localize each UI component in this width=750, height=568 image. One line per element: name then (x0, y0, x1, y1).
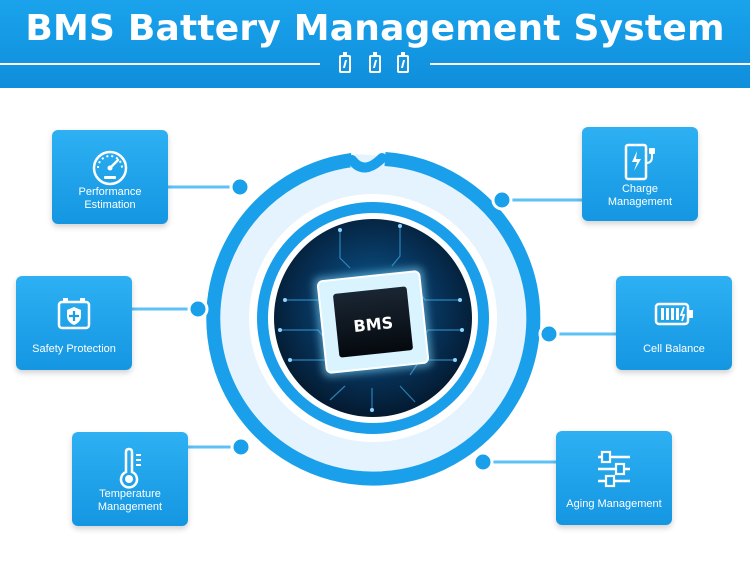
speedometer-icon (92, 150, 128, 186)
battery-icon (397, 52, 409, 73)
feature-card-charge[interactable]: Charge Management (582, 127, 698, 221)
ring-gap-edge (347, 153, 387, 173)
battery-shield-icon (57, 298, 91, 330)
header-banner: BMS Battery Management System (0, 0, 750, 88)
feature-label-temperature: Temperature Management (97, 488, 163, 513)
feature-label-charge: Charge Management (607, 183, 673, 208)
feature-card-temperature[interactable]: Temperature Management (72, 432, 188, 526)
header-divider-right (430, 63, 750, 65)
feature-card-safety[interactable]: Safety Protection (16, 276, 132, 370)
connector-nodes (187, 176, 560, 473)
sliders-icon (598, 450, 630, 488)
feature-label-aging: Aging Management (566, 498, 662, 510)
battery-level-icon (654, 302, 693, 326)
battery-icon (369, 52, 381, 73)
outer-ring (206, 152, 541, 486)
circuit-nodes (278, 224, 464, 412)
feature-card-aging[interactable]: Aging Management (556, 431, 672, 525)
page-title: BMS Battery Management System (25, 8, 725, 49)
charger-icon (624, 143, 655, 181)
thermometer-icon (119, 447, 141, 489)
feature-card-cell-balance[interactable]: Cell Balance (616, 276, 732, 370)
feature-label-cell-balance: Cell Balance (643, 343, 705, 355)
chip-label: BMS (353, 313, 394, 336)
feature-label-safety: Safety Protection (32, 343, 116, 355)
header-divider-left (0, 63, 320, 65)
chip-die (333, 286, 413, 358)
feature-label-performance: Performance Estimation (78, 186, 142, 211)
battery-icon (339, 52, 351, 73)
chip-body: BMS (316, 270, 430, 374)
feature-card-performance[interactable]: Performance Estimation (52, 130, 168, 224)
connector-lines (132, 185, 616, 464)
